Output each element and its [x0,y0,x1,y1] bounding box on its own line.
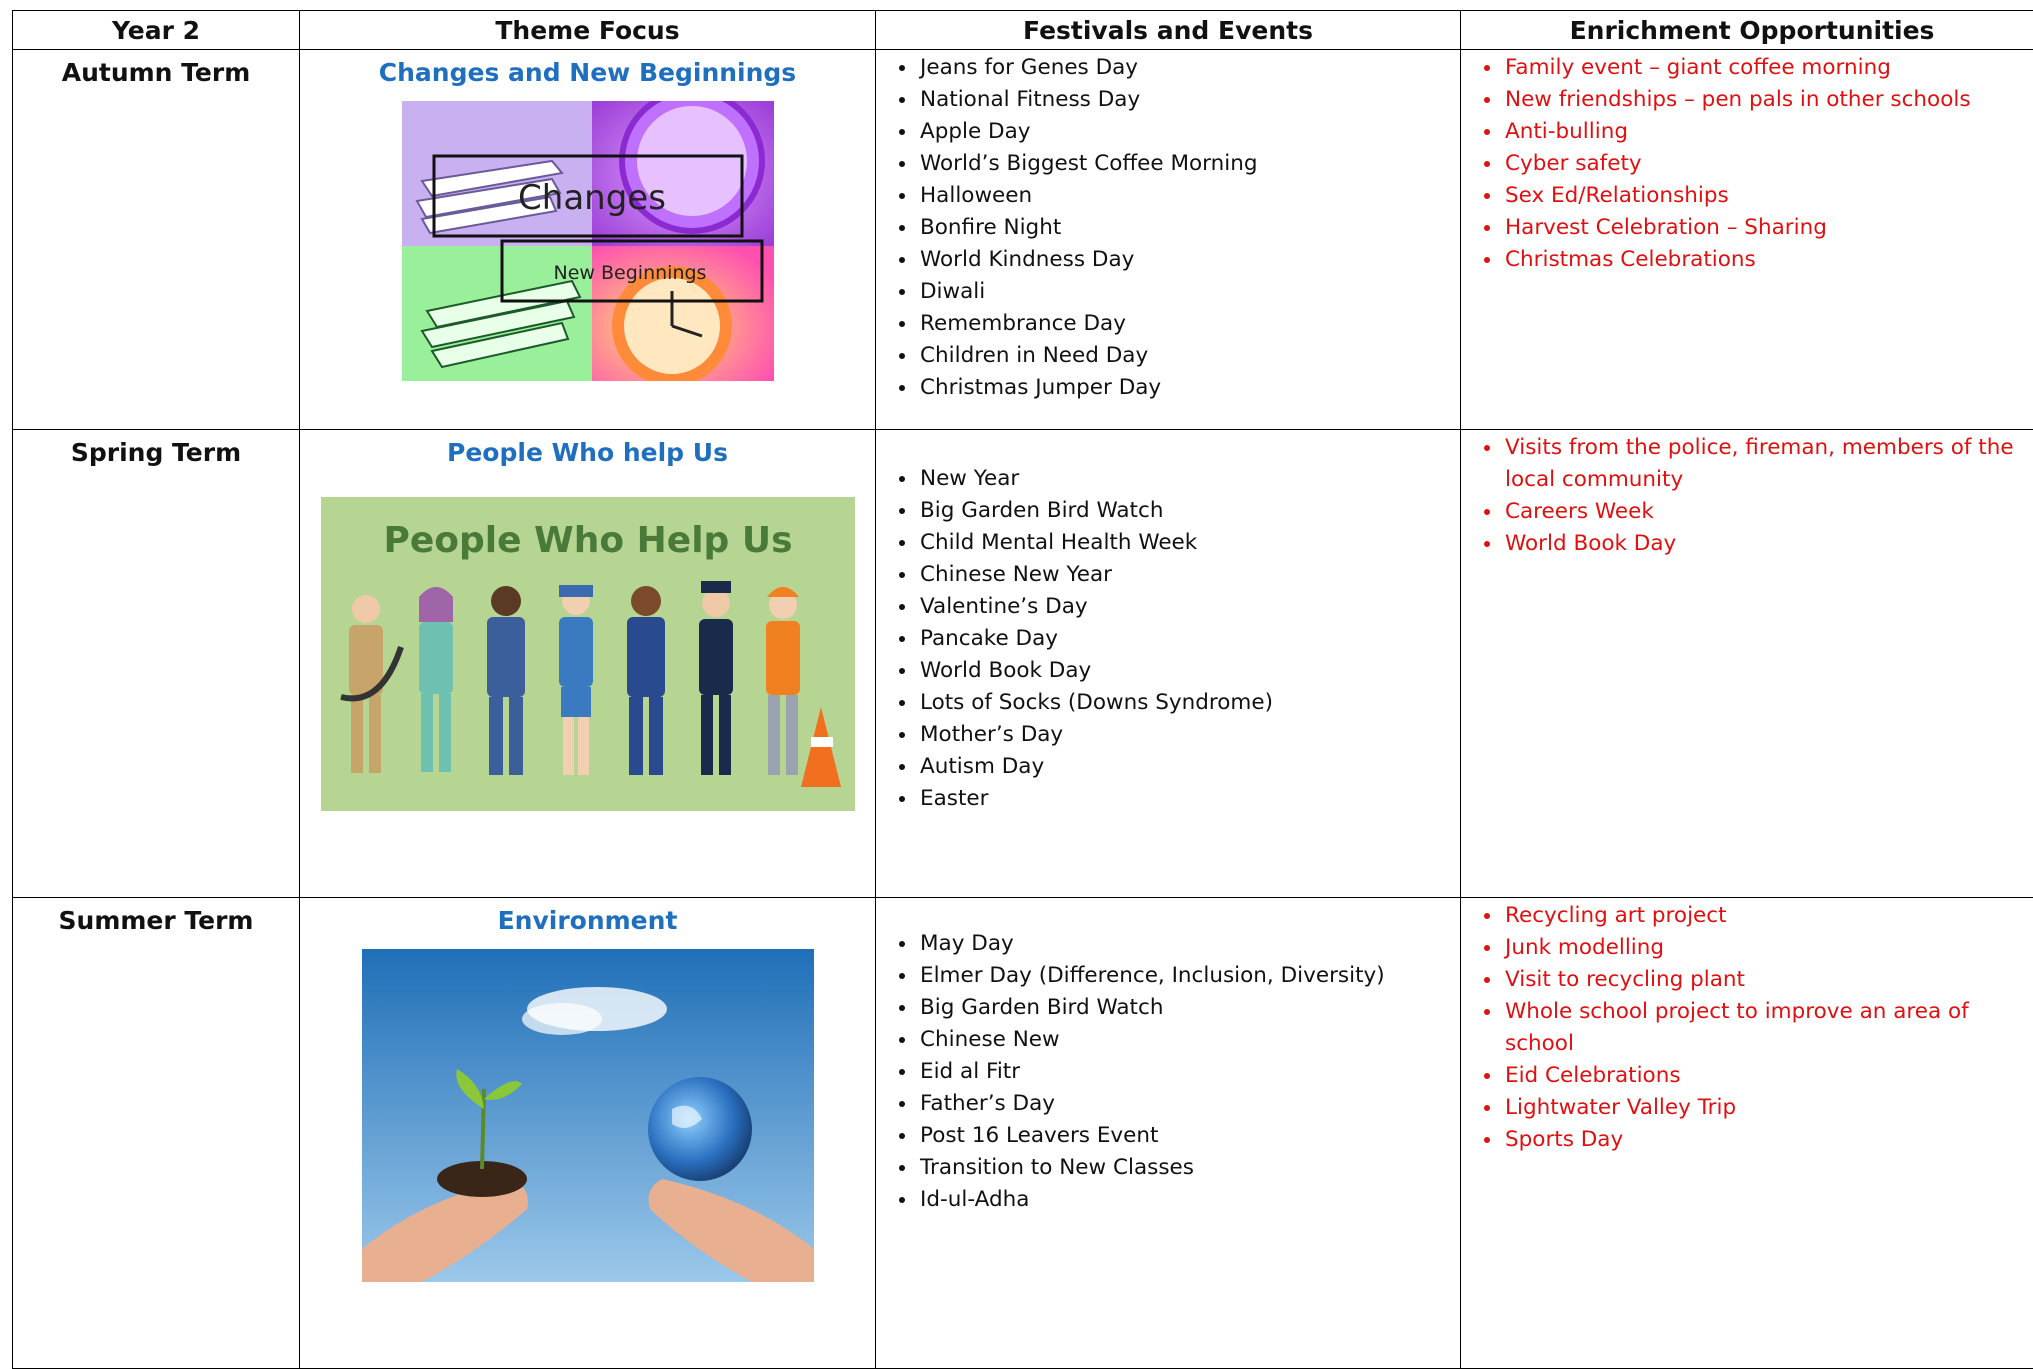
enrichment-list: Family event – giant coffee morning New … [1461,52,2033,276]
list-item: Diwali [918,276,1460,308]
term-cell: Autumn Term [13,50,300,430]
theme-title: Changes and New Beginnings [300,50,875,87]
list-item: New friendships – pen pals in other scho… [1503,84,2033,116]
list-item: Chinese New Year [918,559,1460,591]
list-item: Junk modelling [1503,932,2033,964]
curriculum-table: Year 2 Theme Focus Festivals and Events … [12,10,2033,1369]
theme-title: People Who help Us [300,430,875,467]
list-item: Post 16 Leavers Event [918,1120,1460,1152]
term-name: Autumn Term [13,50,299,87]
list-item: Id-ul-Adha [918,1184,1460,1216]
list-item: Father’s Day [918,1088,1460,1120]
people-image-caption: People Who Help Us [383,520,792,561]
table-row-spring: Spring Term People Who help Us People Wh… [13,430,2033,898]
list-item: Big Garden Bird Watch [918,992,1460,1024]
enrichment-cell: Visits from the police, fireman, members… [1461,430,2033,898]
list-item: Valentine’s Day [918,591,1460,623]
list-item: Easter [918,783,1460,815]
header-festivals-events: Festivals and Events [876,11,1461,50]
term-cell: Summer Term [13,898,300,1369]
festivals-cell: May Day Elmer Day (Difference, Inclusion… [876,898,1461,1369]
list-item: Careers Week [1503,496,2033,528]
table-row-autumn: Autumn Term Changes and New Beginnings [13,50,2033,430]
header-theme-focus: Theme Focus [300,11,876,50]
list-item: Anti-bulling [1503,116,2033,148]
term-name: Summer Term [13,898,299,935]
list-item: World Book Day [918,655,1460,687]
changes-theme-image: Changes New Beginnings [402,101,774,381]
list-item: Visits from the police, fireman, members… [1503,432,2033,496]
list-item: New Year [918,463,1460,495]
list-item: Transition to New Classes [918,1152,1460,1184]
header-enrichment: Enrichment Opportunities [1461,11,2033,50]
list-item: Pancake Day [918,623,1460,655]
list-item: Children in Need Day [918,340,1460,372]
list-item: Elmer Day (Difference, Inclusion, Divers… [918,960,1460,992]
list-item: World Kindness Day [918,244,1460,276]
list-item: Christmas Jumper Day [918,372,1460,404]
list-item: Child Mental Health Week [918,527,1460,559]
list-item: Big Garden Bird Watch [918,495,1460,527]
list-item: Visit to recycling plant [1503,964,2033,996]
enrichment-cell: Family event – giant coffee morning New … [1461,50,2033,430]
list-item: Cyber safety [1503,148,2033,180]
list-item: Eid al Fitr [918,1056,1460,1088]
list-item: National Fitness Day [918,84,1460,116]
festivals-list: New Year Big Garden Bird Watch Child Men… [876,463,1460,815]
list-item: World Book Day [1503,528,2033,560]
theme-cell: Changes and New Beginnings [300,50,876,430]
term-name: Spring Term [13,430,299,467]
list-item: Autism Day [918,751,1460,783]
list-item: Sex Ed/Relationships [1503,180,2033,212]
list-item: May Day [918,928,1460,960]
list-item: Christmas Celebrations [1503,244,2033,276]
header-year: Year 2 [13,11,300,50]
environment-theme-image [362,949,814,1282]
list-item: Jeans for Genes Day [918,52,1460,84]
festivals-list: Jeans for Genes Day National Fitness Day… [876,52,1460,404]
header-row: Year 2 Theme Focus Festivals and Events … [13,11,2033,50]
list-item: Halloween [918,180,1460,212]
list-item: Remembrance Day [918,308,1460,340]
enrichment-list: Visits from the police, fireman, members… [1461,432,2033,560]
festivals-cell: Jeans for Genes Day National Fitness Day… [876,50,1461,430]
theme-cell: Environment [300,898,876,1369]
list-item: Apple Day [918,116,1460,148]
list-item: Chinese New [918,1024,1460,1056]
people-who-help-image: People Who Help Us [321,497,855,811]
enrichment-list: Recycling art project Junk modelling Vis… [1461,900,2033,1156]
list-item: Lightwater Valley Trip [1503,1092,2033,1124]
new-beginnings-image-caption: New Beginnings [553,262,706,284]
enrichment-cell: Recycling art project Junk modelling Vis… [1461,898,2033,1369]
list-item: Sports Day [1503,1124,2033,1156]
theme-cell: People Who help Us People Who Help Us [300,430,876,898]
list-item: Bonfire Night [918,212,1460,244]
list-item: Whole school project to improve an area … [1503,996,2033,1060]
table-row-summer: Summer Term Environment [13,898,2033,1369]
list-item: Lots of Socks (Downs Syndrome) [918,687,1460,719]
list-item: World’s Biggest Coffee Morning [918,148,1460,180]
term-cell: Spring Term [13,430,300,898]
theme-title: Environment [300,898,875,935]
changes-image-caption: Changes [518,178,666,218]
festivals-list: May Day Elmer Day (Difference, Inclusion… [876,928,1460,1216]
list-item: Mother’s Day [918,719,1460,751]
list-item: Harvest Celebration – Sharing [1503,212,2033,244]
list-item: Family event – giant coffee morning [1503,52,2033,84]
list-item: Recycling art project [1503,900,2033,932]
list-item: Eid Celebrations [1503,1060,2033,1092]
festivals-cell: New Year Big Garden Bird Watch Child Men… [876,430,1461,898]
